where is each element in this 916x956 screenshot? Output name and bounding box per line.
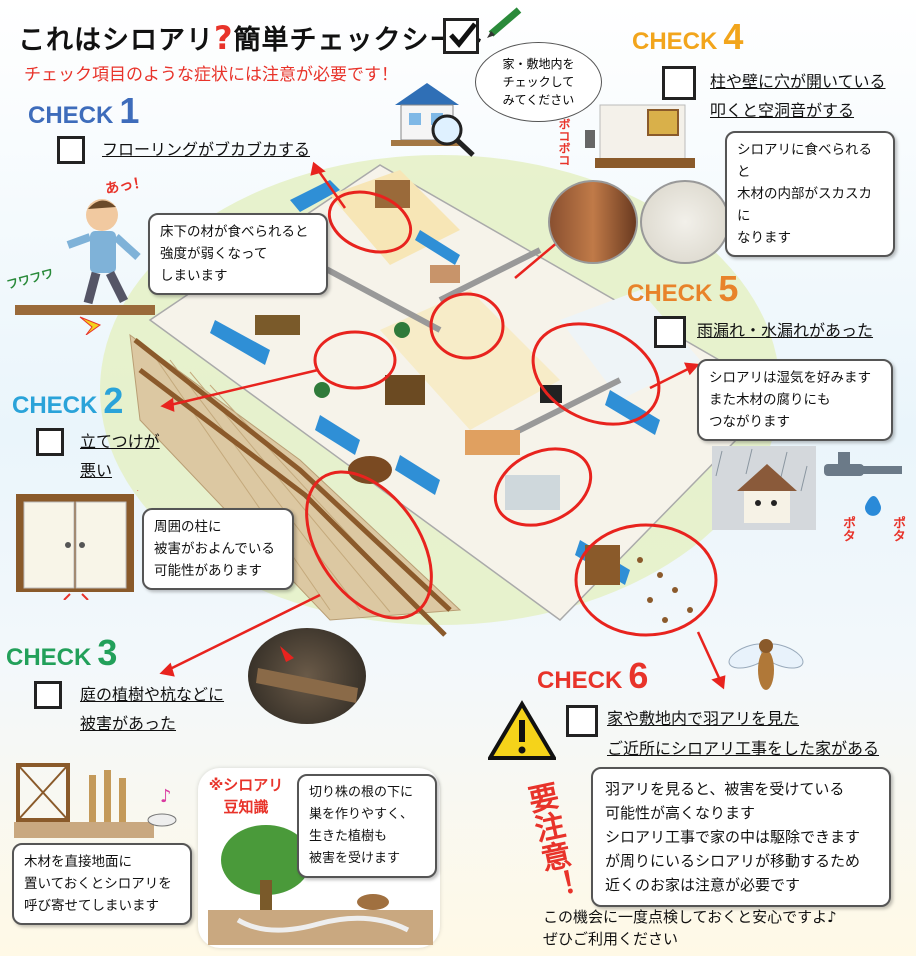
check-3-text-1: 庭の植樹や杭などに <box>80 685 225 704</box>
sliding-door-illustration <box>16 490 139 600</box>
title-suffix: 簡単チェックシート <box>233 25 486 56</box>
check-2-text-1: 立てつけが <box>80 432 160 451</box>
bubble-line: また木材の腐りにも <box>709 392 831 408</box>
warning-triangle-icon <box>488 700 556 760</box>
check-1-bubble: 床下の材が食べられると 強度が弱くなって しまいます <box>148 213 328 295</box>
wall-section-illustration <box>585 104 695 168</box>
bubble-line: シロアリ工事で家の中は駆除できます <box>605 828 861 846</box>
trivia-bubble: 切り株の根の下に 巣を作りやすく、 生きた植樹も 被害を受けます <box>297 774 437 878</box>
check-number: 6 <box>628 655 649 696</box>
check-5-bubble: シロアリは湿気を好みます また木材の腐りにも つながります <box>697 359 893 441</box>
check-3-bubble: 木材を直接地面に 置いておくとシロアリを 呼び寄せてしまいます <box>12 843 192 925</box>
bubble-line: 床下の材が食べられると <box>160 224 309 240</box>
hollow-pillar-photo <box>548 180 638 264</box>
footer-line: この機会に一度点検しておくと安心ですよ♪ <box>543 908 837 926</box>
music-note-icon: ♪ <box>160 786 172 807</box>
check-label: CHECK <box>632 28 718 55</box>
cloud-line: みてください <box>502 93 575 107</box>
check-prompt-cloud: 家・敷地内をチェックしてみてください <box>475 42 602 122</box>
trivia-title-line: 豆知識 <box>223 798 269 816</box>
bubble-line: 被害がおよんでいる <box>154 541 275 557</box>
check-4-text-2: 叩くと空洞音がする <box>710 101 855 120</box>
bubble-line: 被害を受けます <box>309 851 401 866</box>
damaged-wood-photo <box>248 628 366 724</box>
bubble-line: が周りにいるシロアリが移動するため <box>605 852 861 870</box>
page-title: これはシロアリ?簡単チェックシート <box>18 18 486 57</box>
bubble-line: 生きた植樹も <box>309 829 388 844</box>
bubble-line: なります <box>737 230 791 246</box>
bubble-line: 木材を直接地面に <box>24 854 132 870</box>
bubble-line: 木材の内部がスカスカに <box>737 186 872 224</box>
drip-sfx-left: ポタ <box>840 516 855 542</box>
check-2-bubble: 周囲の柱に 被害がおよんでいる 可能性があります <box>142 508 294 590</box>
check-number: 2 <box>103 380 124 421</box>
check-number: 5 <box>718 268 739 309</box>
check-6-text-2: ご近所にシロアリ工事をした家がある <box>607 739 880 758</box>
footer-message: この機会に一度点検しておくと安心ですよ♪ ぜひご利用ください <box>543 906 837 950</box>
check-label: CHECK <box>6 644 92 671</box>
check-number: 3 <box>97 632 118 673</box>
house-magnifier-icon <box>391 83 475 157</box>
bubble-line: 可能性が高くなります <box>605 804 756 822</box>
bubble-line: 可能性があります <box>154 563 262 579</box>
check-5-checkbox[interactable] <box>654 316 686 348</box>
check-3-text-2: 被害があった <box>80 714 177 733</box>
bubble-line: 置いておくとシロアリを <box>24 876 172 892</box>
check-4-text-1: 柱や壁に穴が開いている <box>710 72 886 91</box>
check-label: CHECK <box>537 667 623 694</box>
bubble-line: 羽アリを見ると、被害を受けている <box>605 780 845 798</box>
surprised-person-illustration <box>15 199 155 335</box>
check-5-text: 雨漏れ・水漏れがあった <box>697 321 874 340</box>
bubble-line: 強度が弱くなって <box>160 246 268 262</box>
bubble-line: つながります <box>709 414 790 430</box>
check-4-checkbox[interactable] <box>662 66 696 100</box>
check-6-checkbox[interactable] <box>566 705 598 737</box>
page-subtitle: チェック項目のような症状には注意が必要です！ <box>24 65 398 85</box>
check-4-sfx: ボコボコ <box>557 118 571 166</box>
check-number: 1 <box>119 90 140 131</box>
check-4-bubble: シロアリに食べられると 木材の内部がスカスカに なります <box>725 131 895 257</box>
footer-line: ぜひご利用ください <box>543 930 679 948</box>
garden-fence-illustration <box>14 763 177 838</box>
check-3-checkbox[interactable] <box>34 681 62 709</box>
check-label: CHECK <box>28 102 114 129</box>
check-1-text: フローリングがブカブカする <box>102 140 311 159</box>
bubble-line: 巣を作りやすく、 <box>309 807 414 822</box>
leaking-faucet-icon <box>824 452 902 516</box>
check-1-checkbox[interactable] <box>57 136 85 164</box>
check-6-text-1: 家や敷地内で羽アリを見た <box>607 709 800 728</box>
bubble-line: 切り株の根の下に <box>309 785 414 800</box>
wall-hole-photo <box>640 180 730 264</box>
trivia-title: ※シロアリ 豆知識 <box>206 774 286 818</box>
pencil-icon <box>487 7 522 38</box>
bubble-line: シロアリは湿気を好みます <box>709 370 871 386</box>
drip-sfx-right: ポタ <box>890 516 905 542</box>
bubble-line: しまいます <box>160 268 228 284</box>
cloud-line: チェックして <box>502 75 575 89</box>
bubble-line: 呼び寄せてしまいます <box>24 898 159 914</box>
check-label: CHECK <box>12 392 98 419</box>
check-6-bubble: 羽アリを見ると、被害を受けている 可能性が高くなります シロアリ工事で家の中は駆… <box>591 767 891 907</box>
bubble-line: 周囲の柱に <box>154 519 222 535</box>
cloud-line: 家・敷地内を <box>502 57 575 71</box>
question-mark-icon: ? <box>214 19 234 57</box>
title-prefix: これはシロアリ <box>18 25 214 56</box>
check-label: CHECK <box>627 280 713 307</box>
bubble-line: 近くのお家は注意が必要です <box>605 876 801 894</box>
check-2-text-2: 悪い <box>80 461 113 480</box>
check-2-checkbox[interactable] <box>36 428 64 456</box>
check-number: 4 <box>723 16 744 57</box>
rain-house-illustration <box>712 446 816 530</box>
checked-box-icon <box>443 18 479 54</box>
trivia-title-line: ※シロアリ <box>208 776 284 794</box>
winged-termite-icon <box>728 639 804 690</box>
tree-roots-illustration <box>208 825 433 945</box>
bubble-line: シロアリに食べられると <box>737 142 872 180</box>
